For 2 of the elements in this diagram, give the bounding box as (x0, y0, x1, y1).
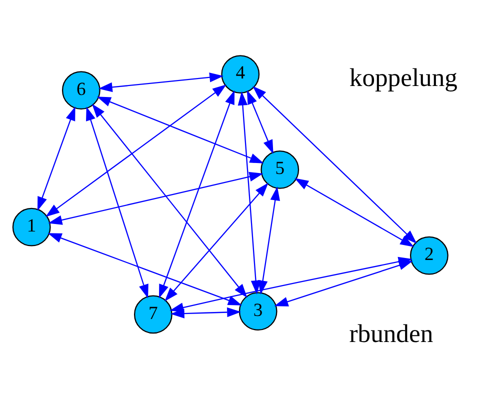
label: koppelung (349, 62, 458, 92)
label: rbunden (349, 318, 434, 348)
